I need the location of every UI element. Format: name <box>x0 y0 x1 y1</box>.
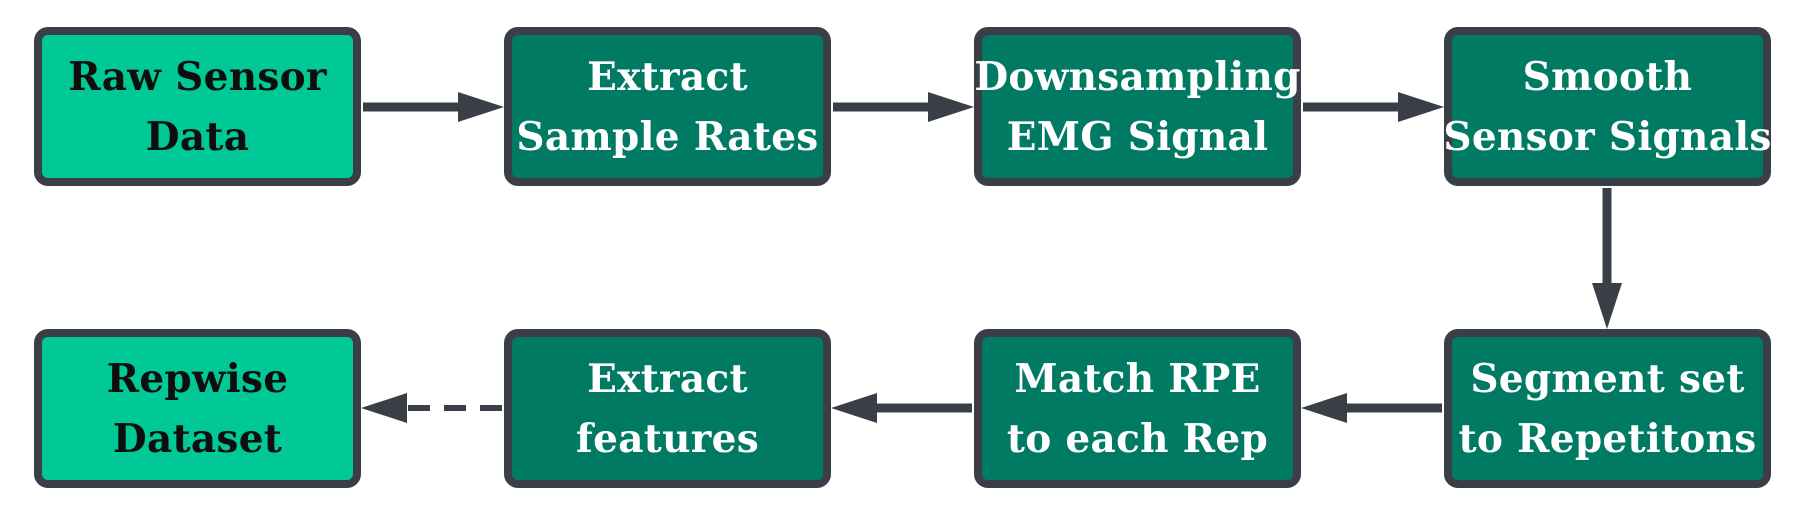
node-segment-repetitions: Segment set to Repetitons <box>1444 329 1771 488</box>
arrow-raw-to-extract-rates <box>363 92 504 122</box>
node-features-line-1: Extract <box>587 355 748 402</box>
node-downsampling-emg: Downsampling EMG Signal <box>974 27 1301 186</box>
node-features-line-2: features <box>576 415 759 462</box>
node-extract-features: Extract features <box>504 329 831 488</box>
node-match-rpe: Match RPE to each Rep <box>974 329 1301 488</box>
node-segment-line-1: Segment set <box>1470 355 1745 402</box>
node-match-line-1: Match RPE <box>1014 355 1261 402</box>
arrow-downsampling-to-smooth <box>1303 92 1444 122</box>
arrow-segment-to-match <box>1301 393 1442 423</box>
arrow-head <box>361 393 407 423</box>
arrow-head <box>1592 283 1622 329</box>
node-extract-rates-line-1: Extract <box>587 53 748 100</box>
node-raw-sensor-data: Raw Sensor Data <box>34 27 361 186</box>
node-match-line-2: to each Rep <box>1006 415 1269 462</box>
node-segment-line-2: to Repetitons <box>1458 415 1757 462</box>
arrow-head <box>1301 393 1347 423</box>
node-smooth-line-2: Sensor Signals <box>1443 113 1772 160</box>
arrow-extract-rates-to-downsampling <box>833 92 974 122</box>
node-repwise-dataset: Repwise Dataset <box>34 329 361 488</box>
arrow-head <box>1398 92 1444 122</box>
node-dataset-line-2: Dataset <box>112 415 283 462</box>
node-extract-sample-rates: Extract Sample Rates <box>504 27 831 186</box>
arrow-features-to-dataset <box>361 393 502 423</box>
node-downsampling-line-2: EMG Signal <box>1006 113 1269 160</box>
node-raw-line-2: Data <box>145 113 250 160</box>
arrow-head <box>458 92 504 122</box>
arrow-head <box>928 92 974 122</box>
node-raw-line-1: Raw Sensor <box>68 53 327 100</box>
arrow-smooth-to-segment <box>1592 188 1622 329</box>
arrow-match-to-features <box>831 393 972 423</box>
node-downsampling-line-1: Downsampling <box>974 53 1301 100</box>
arrow-head <box>831 393 877 423</box>
node-extract-rates-line-2: Sample Rates <box>516 113 819 160</box>
node-dataset-line-1: Repwise <box>106 355 289 402</box>
node-smooth-sensor-signals: Smooth Sensor Signals <box>1443 27 1772 186</box>
node-smooth-line-1: Smooth <box>1522 53 1693 100</box>
